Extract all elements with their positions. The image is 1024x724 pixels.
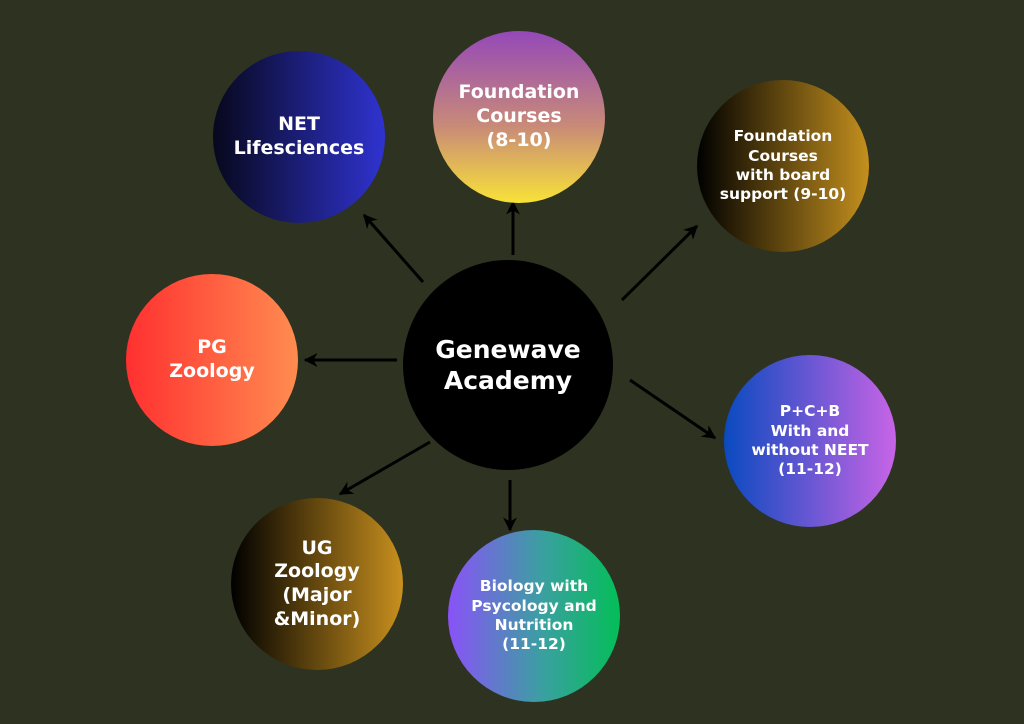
arrow-to-ug <box>338 440 431 496</box>
center-label: Genewave Academy <box>435 334 581 395</box>
arrow-to-pcb <box>629 378 717 440</box>
node-ug-zoology: UG Zoology (Major &Minor) <box>231 498 403 670</box>
node-label: Foundation Courses with board support (9… <box>719 127 847 204</box>
node-foundation-courses: Foundation Courses (8-10) <box>433 31 605 203</box>
node-pcb: P+C+B With and without NEET (11-12) <box>724 355 896 527</box>
node-pg-zoology: PG Zoology <box>126 274 298 446</box>
node-biology-psychology-nutrition: Biology with Psycology and Nutrition (11… <box>448 530 620 702</box>
arrow-to-net <box>362 213 425 283</box>
arrow-to-foundation-board <box>620 224 699 302</box>
node-label: PG Zoology <box>169 336 255 382</box>
node-foundation-board-support: Foundation Courses with board support (9… <box>697 80 869 252</box>
node-label: P+C+B With and without NEET (11-12) <box>751 402 869 479</box>
node-label: NET Lifesciences <box>233 113 365 159</box>
node-net-lifesciences: NET Lifesciences <box>213 51 385 223</box>
node-label: Foundation Courses (8-10) <box>458 81 580 151</box>
node-label: UG Zoology (Major &Minor) <box>273 536 361 630</box>
node-label: Biology with Psycology and Nutrition (11… <box>471 577 597 654</box>
center-node-genewave-academy: Genewave Academy <box>403 260 613 470</box>
